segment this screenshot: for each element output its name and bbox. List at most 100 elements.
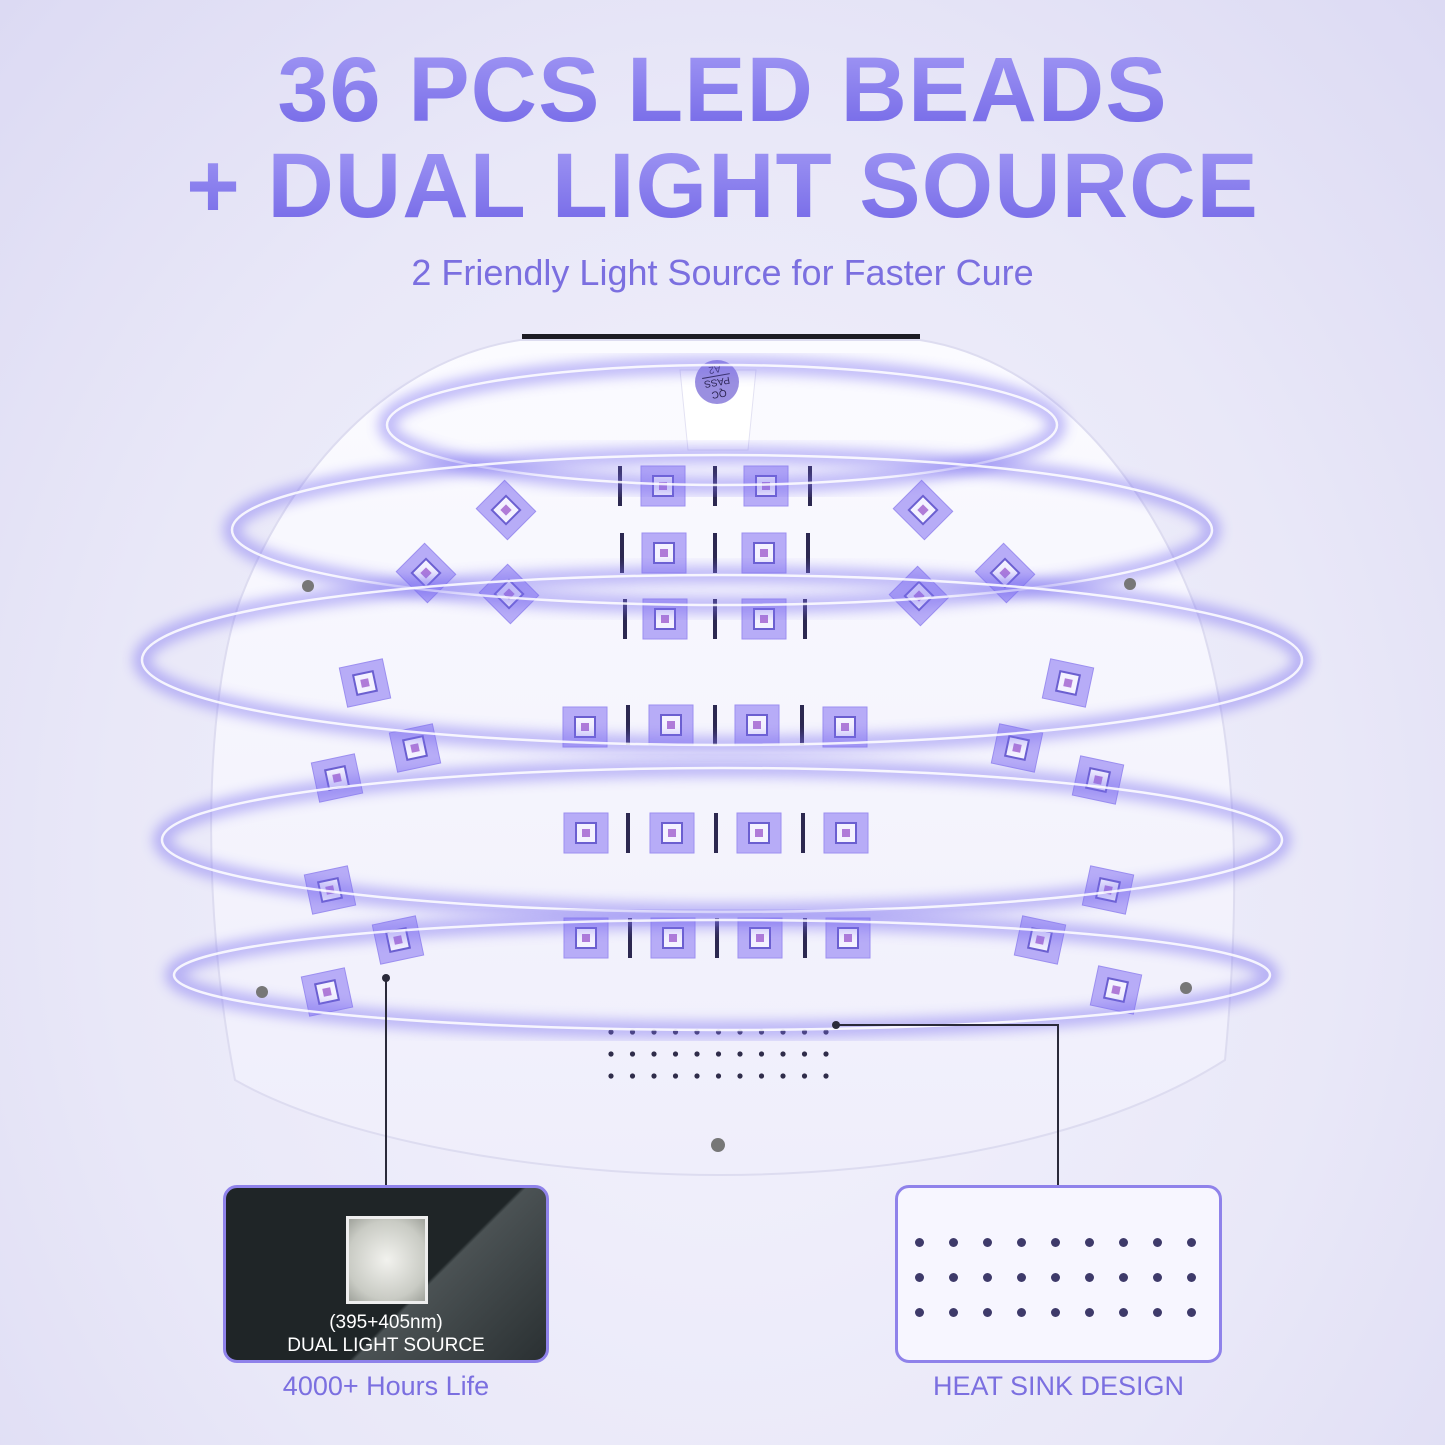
- heat-sink-hole: [1119, 1238, 1128, 1247]
- led-bead: [649, 812, 695, 854]
- vent-hole: [608, 1073, 614, 1079]
- vent-hole: [651, 1051, 657, 1057]
- heat-sink-hole: [1085, 1308, 1094, 1317]
- heat-sink-hole: [1153, 1238, 1162, 1247]
- vent-hole: [629, 1051, 636, 1057]
- vent-hole: [672, 1051, 679, 1057]
- screw-icon: [1180, 982, 1192, 994]
- vent-hole: [694, 1051, 700, 1057]
- dual-light-label: DUAL LIGHT SOURCE: [287, 1335, 485, 1356]
- vent-hole: [694, 1073, 700, 1079]
- heat-sink-hole: [1085, 1238, 1094, 1247]
- vent-slit: [800, 705, 804, 745]
- vent-hole: [780, 1051, 786, 1057]
- vent-hole: [780, 1073, 786, 1079]
- heat-sink-hole: [1119, 1273, 1128, 1282]
- heat-caption: HEAT SINK DESIGN: [932, 1371, 1185, 1401]
- led-caption: 4000+ Hours Life: [282, 1371, 490, 1401]
- heat-sink-hole: [949, 1238, 958, 1247]
- led-bead: [563, 812, 609, 854]
- vent-slit: [626, 813, 630, 853]
- screw-icon: [1124, 578, 1136, 590]
- heat-sink-hole: [1017, 1308, 1026, 1317]
- wavelength-label: (395+405nm): [329, 1312, 443, 1333]
- vent-hole: [801, 1073, 808, 1079]
- heat-sink-hole: [1051, 1308, 1060, 1317]
- led-bead: [475, 479, 537, 541]
- heat-sink-hole: [1017, 1273, 1026, 1282]
- led-bead: [338, 658, 392, 708]
- heat-sink-callout: [895, 1185, 1222, 1363]
- heat-sink-hole: [983, 1273, 992, 1282]
- vent-hole: [629, 1073, 636, 1079]
- vent-hole: [672, 1073, 679, 1079]
- heat-sink-hole: [1221, 1273, 1222, 1282]
- heat-sink-hole: [949, 1273, 958, 1282]
- light-ring-core: [140, 573, 1304, 747]
- vent-hole: [758, 1073, 765, 1079]
- vent-slit: [713, 599, 717, 639]
- heat-sink-hole: [1051, 1273, 1060, 1282]
- vent-hole: [737, 1073, 743, 1079]
- heat-sink-hole: [1221, 1238, 1222, 1247]
- led-bead: [1089, 965, 1143, 1015]
- vent-hole: [758, 1051, 765, 1057]
- vent-hole: [608, 1051, 614, 1057]
- screw-icon: [711, 1138, 725, 1152]
- vent-slit: [620, 533, 624, 573]
- heat-sink-hole: [1187, 1238, 1196, 1247]
- heat-sink-hole: [915, 1273, 924, 1282]
- heat-sink-hole: [1119, 1308, 1128, 1317]
- vent-slit: [803, 599, 807, 639]
- led-bead: [823, 812, 869, 854]
- heat-sink-hole: [983, 1238, 992, 1247]
- heat-sink-hole: [1153, 1273, 1162, 1282]
- headline-line-2: + DUAL LIGHT SOURCE: [0, 134, 1445, 239]
- heat-sink-hole: [1085, 1273, 1094, 1282]
- headline-line-1: 36 PCS LED BEADS: [0, 38, 1445, 143]
- led-bead-callout: (395+405nm) DUAL LIGHT SOURCE: [223, 1185, 549, 1363]
- heat-sink-hole: [1187, 1273, 1196, 1282]
- vent-slit: [715, 918, 719, 958]
- sticker-qc: QC: [711, 387, 728, 400]
- heat-sink-hole: [915, 1238, 924, 1247]
- vent-slit: [801, 813, 805, 853]
- vent-hole: [737, 1051, 743, 1057]
- led-bead: [892, 479, 954, 541]
- vent-slit: [803, 918, 807, 958]
- led-bead: [641, 532, 687, 574]
- sticker-pass: PASS: [703, 374, 731, 389]
- lamp-top-edge: [522, 334, 920, 342]
- heat-sink-hole: [949, 1308, 958, 1317]
- vent-hole: [651, 1073, 657, 1079]
- heat-sink-hole: [1153, 1308, 1162, 1317]
- heat-sink-hole: [915, 1308, 924, 1317]
- subtitle: 2 Friendly Light Source for Faster Cure: [411, 252, 1034, 293]
- heat-sink-hole: [1187, 1308, 1196, 1317]
- light-ring-core: [230, 453, 1214, 607]
- vent-hole: [823, 1051, 829, 1057]
- vent-slit: [713, 705, 717, 745]
- vent-slit: [806, 533, 810, 573]
- vent-hole: [823, 1073, 829, 1079]
- vent-slit: [626, 705, 630, 745]
- heat-callout-line: [836, 1024, 1059, 1186]
- screw-icon: [256, 986, 268, 998]
- heat-sink-hole: [1221, 1308, 1222, 1317]
- vent-hole: [715, 1051, 722, 1057]
- heat-sink-hole: [1051, 1238, 1060, 1247]
- vent-hole: [801, 1051, 808, 1057]
- vent-hole: [715, 1073, 722, 1079]
- light-ring-core: [385, 363, 1059, 487]
- led-bead: [1041, 658, 1095, 708]
- led-chip-image: [346, 1216, 428, 1304]
- heat-sink-hole: [983, 1308, 992, 1317]
- vent-slit: [628, 918, 632, 958]
- light-ring-core: [172, 918, 1272, 1032]
- led-bead: [736, 812, 782, 854]
- heat-sink-hole: [1017, 1238, 1026, 1247]
- screw-icon: [302, 580, 314, 592]
- vent-slit: [714, 813, 718, 853]
- vent-slit: [713, 533, 717, 573]
